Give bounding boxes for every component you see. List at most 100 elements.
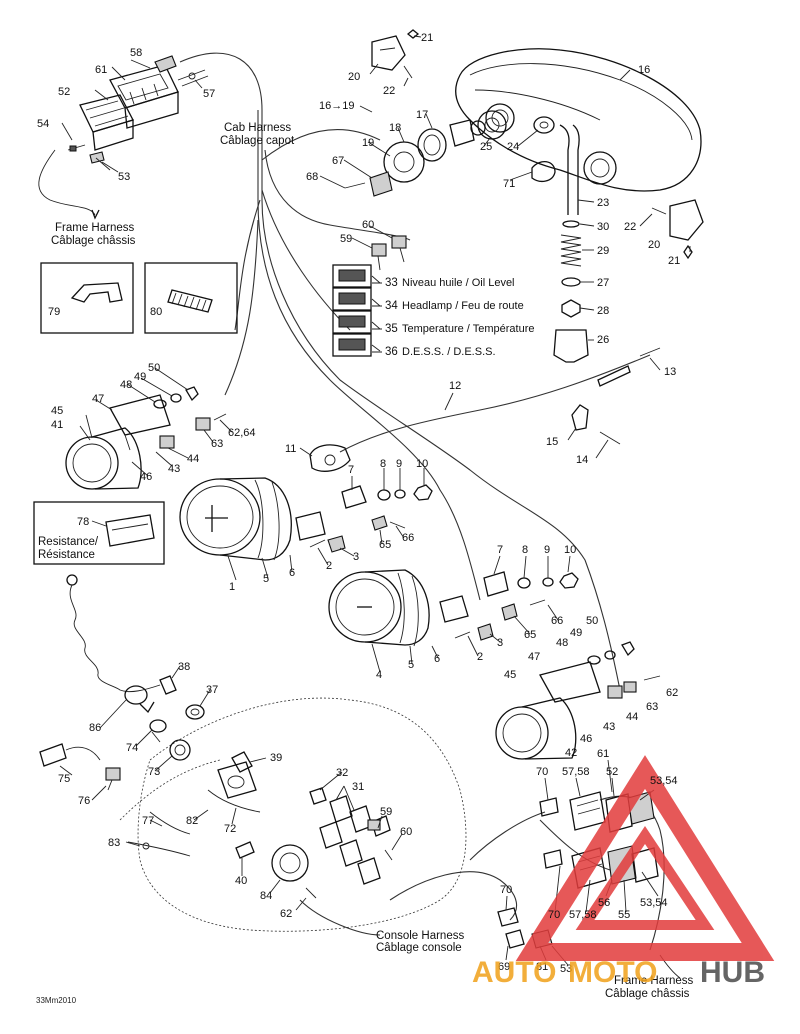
callout: 53 [560, 963, 572, 975]
resistance-label-en: Resistance/ [38, 536, 99, 548]
callout: 57,58 [562, 766, 590, 778]
callout: 47 [528, 651, 540, 663]
speedo-cable-12 [309, 347, 661, 472]
cable-75 [39, 743, 101, 767]
pin-68 [344, 182, 366, 189]
callout: 7 [497, 544, 503, 556]
indicator-33-text: Niveau huile / Oil Level [402, 277, 515, 289]
callout: 44 [626, 711, 638, 723]
bracket-79 [70, 282, 123, 303]
callout: 28 [597, 305, 609, 317]
callout: 16→19 [319, 100, 354, 112]
frame-harness-label-en-bottom: Frame Harness [614, 975, 693, 987]
callout: 15 [546, 436, 558, 448]
nut-21-right [683, 244, 693, 260]
connector-62-63-left [195, 413, 227, 431]
callout: 31 [352, 781, 364, 793]
detail-box-79 [40, 262, 134, 334]
callout: 71 [503, 178, 515, 190]
callout: 50 [586, 615, 598, 627]
callout: 72 [224, 823, 236, 835]
callout-numbers: 58 61 57 52 54 53 21 20 22 16 16→19 17 1… [37, 32, 680, 975]
callout: 53 [118, 171, 130, 183]
callout: 8 [522, 544, 528, 556]
nut-28 [561, 299, 581, 318]
callout: 54 [37, 118, 49, 130]
callout: 49 [134, 371, 146, 383]
connector-59-60 [371, 235, 407, 271]
callout: 77 [142, 815, 154, 827]
connector-76 [105, 767, 121, 791]
callout: 8 [380, 458, 386, 470]
callout: 30 [597, 221, 609, 233]
callout: 18 [389, 122, 401, 134]
headlight-housing-16 [455, 48, 702, 192]
indicator-34-number: 34 [385, 300, 398, 312]
callout: 50 [148, 362, 160, 374]
bracket-20-top [371, 35, 406, 71]
callout: 86 [89, 722, 101, 734]
adjuster-rod-23 [559, 124, 580, 215]
dess-post-37 [185, 704, 205, 720]
watermark-text: AUTO MOTO HUB [472, 956, 765, 989]
callout: 16 [638, 64, 650, 76]
callout: 52 [606, 766, 618, 778]
bulb-socket-25 [477, 110, 507, 140]
callout: 83 [108, 837, 120, 849]
callout: 9 [396, 458, 402, 470]
callout: 58 [130, 47, 142, 59]
cab-harness-label-fr: Câblage capot [220, 135, 295, 147]
washer-30 [562, 220, 580, 228]
resistance-label-fr: Résistance [38, 549, 95, 561]
callout: 49 [570, 627, 582, 639]
watermark-auto: AUTO [472, 956, 556, 989]
frame-harness-label-fr-bottom: Câblage châssis [605, 988, 690, 1000]
callout: 1 [229, 581, 235, 593]
lead-77 [149, 811, 191, 835]
callout: 70 [548, 909, 560, 921]
callout: 5 [263, 573, 269, 585]
callout: 3 [497, 637, 503, 649]
callout: 48 [120, 379, 132, 391]
callout: 38 [178, 661, 190, 673]
callout: 46 [140, 471, 152, 483]
callout: 65 [379, 539, 391, 551]
watermark-moto: MOTO [568, 956, 657, 989]
cab-harness-wires [179, 52, 621, 691]
callout: 73 [148, 766, 160, 778]
knob-86 [124, 685, 155, 714]
callout: 24 [507, 141, 519, 153]
callout: 48 [556, 637, 568, 649]
callout: 56 [598, 897, 610, 909]
small-gauge-42 [495, 661, 637, 760]
callout: 40 [235, 875, 247, 887]
callout: 81 [536, 961, 548, 973]
cab-harness-label-en: Cab Harness [224, 122, 291, 134]
callout: 62,64 [228, 427, 256, 439]
callout: 43 [168, 463, 180, 475]
indicator-35-text: Temperature / Température [402, 323, 534, 335]
callout: 6 [289, 567, 295, 579]
callout: 7 [348, 464, 354, 476]
callout: 29 [597, 245, 609, 257]
indicator-34-text: Headlamp / Feu de route [402, 300, 524, 312]
spring-29 [560, 234, 582, 267]
pin-62-right [643, 675, 661, 681]
callout: 57,58 [569, 909, 597, 921]
callout: 44 [187, 453, 199, 465]
callout: 42 [565, 747, 577, 759]
connector-39 [231, 751, 253, 773]
pin-62-console [305, 887, 317, 899]
callout: 60 [362, 219, 374, 231]
boot-19 [383, 141, 425, 183]
frame-harness-label-en-top: Frame Harness [55, 222, 134, 234]
callout: 57 [203, 88, 215, 100]
callout: 66 [402, 532, 414, 544]
washers-48-50-left [153, 386, 199, 409]
pins-57 [177, 69, 209, 87]
callout: 10 [564, 544, 576, 556]
callout: 10 [416, 458, 428, 470]
callout: 45 [51, 405, 63, 417]
callout: 41 [51, 419, 63, 431]
callout: 80 [150, 306, 162, 318]
